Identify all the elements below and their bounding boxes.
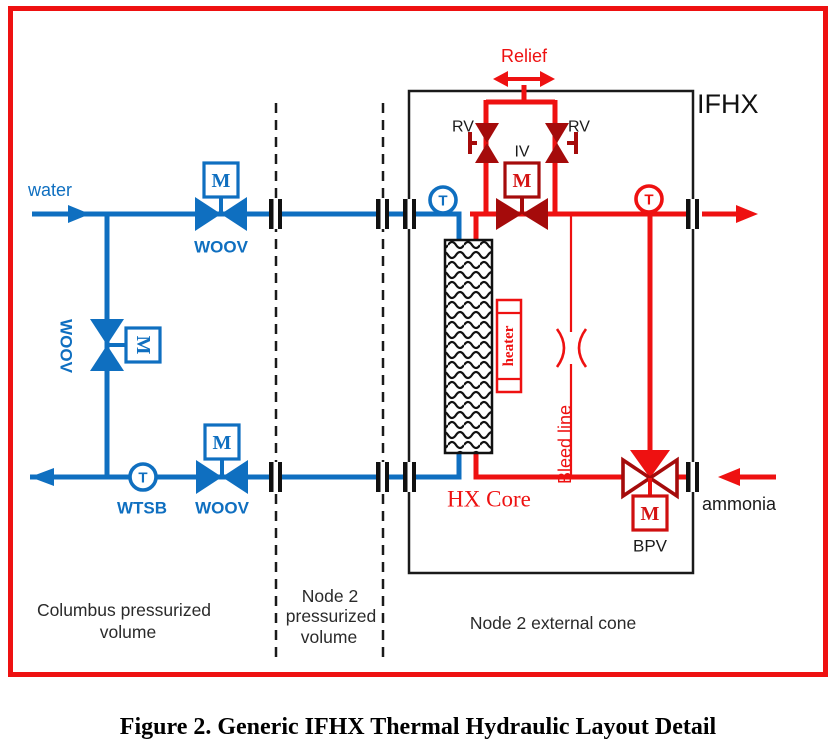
zone-columbus-line2: volume	[100, 622, 156, 642]
bpv-valve	[621, 450, 679, 532]
heater-symbol	[495, 298, 523, 394]
bulkhead-icon	[269, 199, 282, 229]
figure-caption: Figure 2. Generic IFHX Thermal Hydraulic…	[120, 714, 717, 740]
temp-sensor-water-icon	[428, 185, 458, 215]
zone-node2-line3: volume	[301, 627, 357, 647]
woov-supply-left-wing	[195, 197, 221, 231]
water-return-line	[30, 453, 462, 480]
temp-sensor-ammonia-icon	[634, 184, 664, 214]
heater-body	[495, 298, 523, 394]
ammonia-core-return	[473, 453, 693, 480]
heater-label: heater	[501, 325, 517, 366]
bulkhead-icon	[403, 199, 416, 229]
iv-right-wing	[522, 198, 548, 230]
temp-sensor-wtsb-letter: T	[138, 470, 147, 487]
water-supply-line	[32, 211, 462, 240]
hx-core	[443, 238, 494, 455]
bulkhead-icon	[269, 462, 282, 492]
iv-valve	[496, 161, 548, 230]
temp-sensor-ammonia-letter: T	[644, 192, 653, 209]
hx-core-matrix	[443, 238, 494, 455]
woov-return-label: WOOV	[195, 499, 249, 518]
relief-arrow-left-head	[493, 71, 508, 87]
bpv-top-wing	[630, 450, 670, 478]
bpv-left-wing	[621, 456, 654, 500]
bleed-break-left-arc	[555, 328, 566, 368]
zone-node2-line1: Node 2	[302, 586, 358, 606]
bpv-right-wing	[646, 456, 679, 500]
woov-bypass-valve	[90, 319, 162, 371]
relief-label: Relief	[501, 46, 548, 66]
water-flow-arrow	[68, 205, 90, 223]
zone-columbus-line1: Columbus pressurized	[37, 600, 211, 620]
zone-external-label: Node 2 external cone	[470, 613, 636, 633]
figure-frame	[8, 6, 828, 677]
wtsb-label: WTSB	[117, 499, 167, 518]
water-outlet-arrow	[30, 468, 54, 486]
bpv-motor-box	[631, 494, 669, 532]
iv-motor-box	[503, 161, 541, 199]
iv-left-wing	[496, 198, 522, 230]
woov-return-right-wing	[222, 460, 248, 494]
woov-bypass-label: WOOV	[57, 319, 76, 373]
bulkhead-icon	[376, 462, 389, 492]
rv-valve-left	[468, 123, 499, 163]
hx-core-label: HX Core	[447, 487, 531, 512]
woov-supply-motor-letter: M	[212, 170, 231, 192]
iv-label: IV	[514, 144, 529, 161]
bpv-motor-letter: M	[641, 503, 660, 525]
woov-supply-valve	[195, 161, 247, 231]
ammonia-label: ammonia	[702, 494, 777, 514]
ifhx-box	[407, 89, 695, 575]
ammonia-outlet-arrow	[736, 205, 758, 223]
temp-sensor-wtsb-icon	[128, 462, 158, 492]
bulkhead-icon	[376, 199, 389, 229]
rv-left-top-wing	[475, 123, 499, 143]
woov-return-left-wing	[196, 460, 222, 494]
woov-return-motor-box	[203, 423, 241, 461]
woov-return-valve	[196, 423, 248, 494]
bulkhead-icon	[403, 462, 416, 492]
woov-bypass-motor-letter: M	[132, 336, 154, 355]
woov-supply-motor-box	[202, 161, 240, 199]
rv-left-label: RV	[452, 119, 474, 136]
bpv-label: BPV	[633, 537, 668, 556]
rv-right-top-wing	[545, 123, 569, 143]
relief-arrow-right-head	[540, 71, 555, 87]
rv-left-bottom-wing	[475, 143, 499, 163]
iv-motor-letter: M	[513, 170, 532, 192]
bulkhead-fittings	[269, 199, 699, 492]
bleed-line-label: Bleed line	[555, 405, 575, 484]
temp-sensor-water-letter: T	[438, 193, 447, 210]
woov-bypass-top-wing	[90, 319, 124, 345]
rv-right-label: RV	[568, 119, 590, 136]
ifhx-label: IFHX	[697, 89, 759, 119]
woov-return-motor-letter: M	[213, 432, 232, 454]
woov-supply-label: WOOV	[194, 238, 248, 257]
rv-right-bottom-wing	[545, 143, 569, 163]
bleed-break-right-arc	[577, 328, 588, 368]
bulkhead-icon	[686, 462, 699, 492]
woov-bypass-motor-box	[124, 326, 162, 364]
zone-node2-line2: pressurized	[286, 606, 376, 626]
woov-bypass-bottom-wing	[90, 345, 124, 371]
rv-valve-right	[545, 123, 578, 163]
bulkhead-icon	[686, 199, 699, 229]
water-label: water	[27, 180, 72, 200]
ammonia-inlet-arrow	[718, 468, 740, 486]
woov-supply-right-wing	[221, 197, 247, 231]
